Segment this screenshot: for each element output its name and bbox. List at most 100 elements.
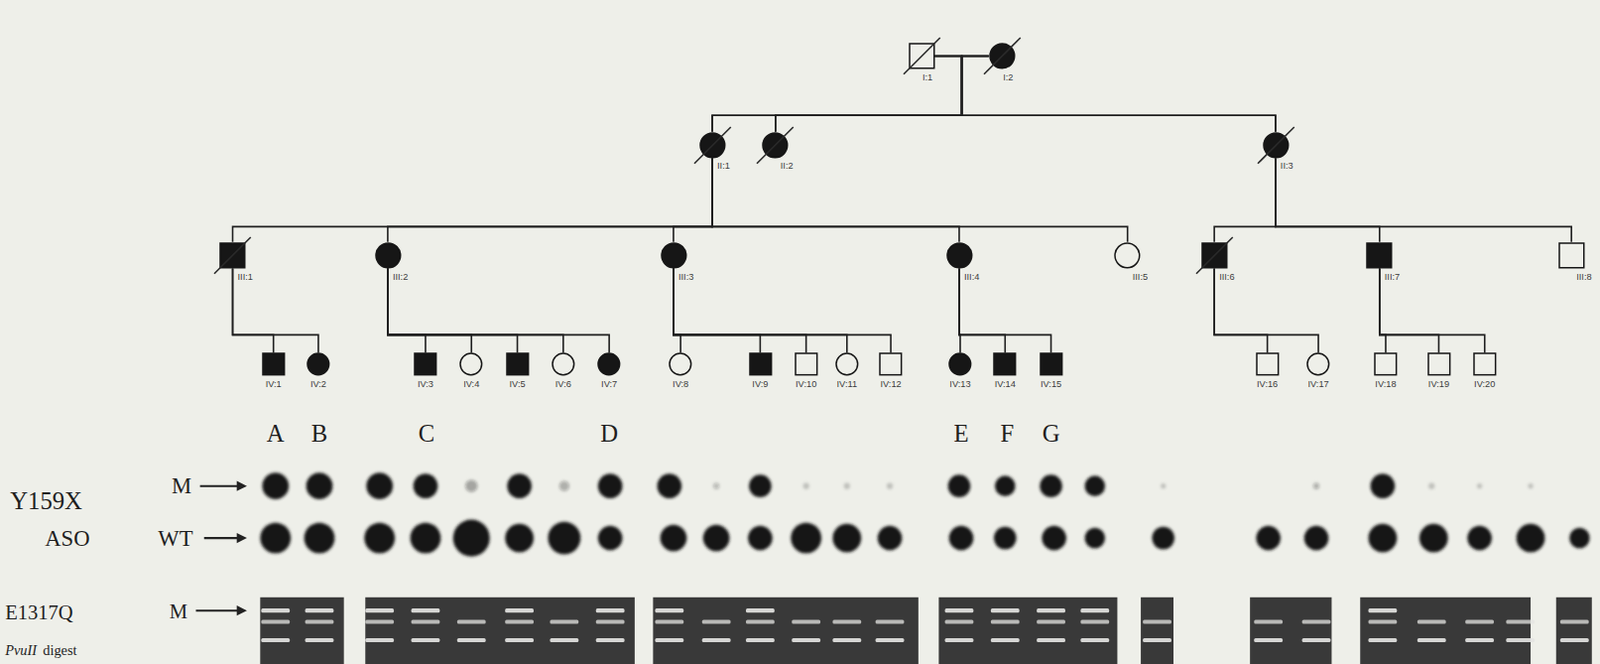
gel-band [1253, 618, 1283, 623]
mutant-dot [1476, 483, 1482, 489]
gel-band [945, 618, 975, 623]
individual-id: IV:2 [310, 379, 327, 389]
gel-band [596, 608, 625, 613]
gel-band [791, 618, 821, 623]
sample-letter: E [953, 421, 969, 447]
individual-id: IV:7 [601, 379, 617, 389]
wildtype-dot [1419, 523, 1449, 553]
wildtype-dot [1516, 523, 1546, 553]
gel-band [1036, 608, 1066, 613]
gel-band [1036, 618, 1066, 623]
probe-name: ASO [44, 527, 90, 551]
wildtype-dot [993, 526, 1017, 550]
arrow-head [237, 481, 247, 492]
square-outline [1474, 353, 1496, 375]
gel-panel [938, 597, 1117, 664]
gel-band [745, 608, 775, 613]
allele-label: M [171, 474, 192, 497]
mutant-dot [413, 473, 439, 498]
male-symbol: IV:5 [505, 352, 530, 376]
gel-panel [1249, 597, 1332, 664]
circle-outline [460, 353, 483, 375]
wildtype-dot [304, 522, 336, 554]
gel-band [504, 637, 534, 642]
gel-band [745, 637, 775, 642]
individual-id: III:6 [1219, 272, 1234, 282]
mutant-dot [598, 473, 623, 498]
pedigree-line [1275, 157, 1572, 242]
male-symbol: I:1 [908, 42, 936, 70]
individual-id: IV:14 [994, 379, 1016, 389]
wildtype-dot [877, 525, 903, 551]
female-symbol: II:2 [761, 131, 789, 159]
gel-band [1302, 637, 1332, 642]
mutation-name: E1317Q [4, 602, 74, 623]
mutant-dot [1313, 483, 1320, 490]
gel-band [990, 618, 1020, 623]
gel-band [457, 618, 487, 623]
wildtype-dot [453, 519, 491, 557]
symbol-shape [374, 242, 402, 269]
square-outline [1559, 243, 1585, 268]
circle-outline [1307, 353, 1330, 375]
gel-band [1080, 637, 1109, 642]
circle-outline [669, 353, 692, 375]
gel-band [875, 618, 905, 623]
symbol-shape [908, 42, 936, 70]
female-symbol: III:3 [660, 242, 688, 269]
mutant-dot [1370, 473, 1396, 498]
wildtype-dot [703, 524, 731, 552]
gel-band [365, 637, 394, 642]
pedigree-line [775, 56, 989, 132]
wildtype-dot [949, 525, 975, 551]
wildtype-dot [660, 524, 688, 552]
pedigree-line [934, 56, 1276, 132]
male-symbol: IV:18 [1373, 352, 1398, 376]
gel-band [1465, 637, 1494, 642]
individual-id: III:5 [1132, 272, 1148, 282]
individual-id: IV:12 [879, 379, 901, 389]
pedigree-line [712, 157, 1128, 242]
sample-letter: C [418, 421, 435, 447]
symbol-shape [1201, 242, 1229, 269]
individual-id: IV:8 [672, 379, 689, 389]
female-symbol: IV:17 [1306, 352, 1331, 376]
deceased-slash [694, 126, 732, 164]
mutant-dot [1085, 475, 1107, 496]
symbol-shape [668, 352, 693, 376]
symbol-shape [505, 352, 530, 376]
arrow-shaft [204, 536, 240, 539]
pedigree-line [233, 268, 319, 354]
symbol-shape [878, 352, 903, 376]
circle-outline [598, 353, 620, 375]
wildtype-dot [1304, 525, 1330, 551]
sample-letter: F [999, 421, 1014, 447]
mutant-dot [306, 472, 334, 499]
individual-id: IV:13 [949, 379, 971, 389]
gel-band [411, 608, 441, 613]
square-outline [1366, 243, 1392, 268]
pedigree-line [673, 268, 891, 354]
gel-band [504, 618, 534, 623]
individual-id: IV:9 [751, 379, 768, 389]
mutant-dot [844, 483, 851, 490]
individual-id: IV:5 [508, 379, 525, 389]
symbol-shape [597, 352, 621, 376]
deceased-slash [214, 237, 251, 274]
pedigree-line [387, 157, 713, 242]
wildtype-dot [1085, 527, 1107, 549]
individual-id: III:7 [1384, 272, 1400, 282]
symbol-shape [306, 352, 331, 376]
mutant-dot [1039, 474, 1063, 497]
mutant-dot [465, 479, 478, 492]
symbol-shape [261, 352, 286, 376]
gel-band [1367, 637, 1397, 642]
wildtype-dot [790, 522, 822, 554]
female-symbol: IV:11 [835, 352, 860, 376]
pedigree-line [673, 268, 807, 354]
symbol-shape [946, 242, 974, 269]
square-outline [1428, 353, 1451, 375]
individual-id: IV:20 [1474, 379, 1495, 389]
individual-id: IV:4 [463, 379, 480, 389]
gel-band [1142, 618, 1172, 623]
